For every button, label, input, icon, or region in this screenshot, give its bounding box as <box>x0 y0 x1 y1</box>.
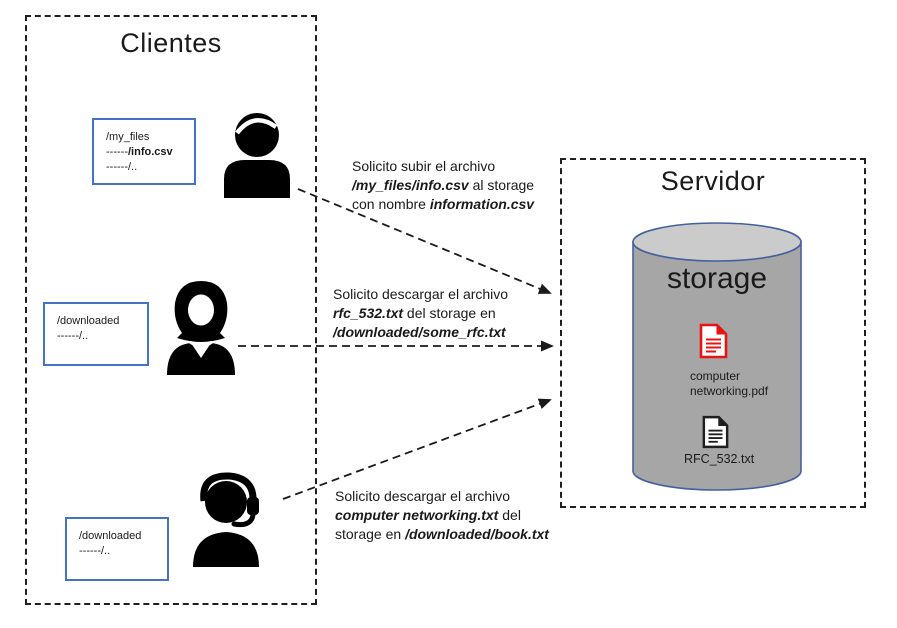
cylinder-top <box>632 222 802 262</box>
storage-cylinder <box>630 221 804 495</box>
cylinder-body <box>632 241 802 491</box>
server-panel-title: Servidor <box>660 166 766 196</box>
client3-folder-box: /downloaded------/.. <box>65 517 169 581</box>
clients-panel <box>25 15 317 605</box>
person-man-icon <box>216 110 298 198</box>
clients-panel-title: Clientes <box>120 28 222 58</box>
person-woman-icon <box>162 281 240 375</box>
txt-file-label: RFC_532.txt <box>684 452 755 466</box>
client1-folder-box: /my_files------/info.csv------/.. <box>92 118 196 185</box>
message-upload-request: Solicito subir el archivo/my_files/info.… <box>352 158 535 212</box>
storage-label: storage <box>666 262 768 295</box>
pdf-file-icon <box>699 323 728 359</box>
client2-folder-box: /downloaded------/.. <box>43 302 149 366</box>
server-panel <box>560 158 866 508</box>
arrow-download-client3 <box>282 398 552 500</box>
person-headset-icon <box>188 470 270 567</box>
txt-file-icon <box>702 415 729 449</box>
